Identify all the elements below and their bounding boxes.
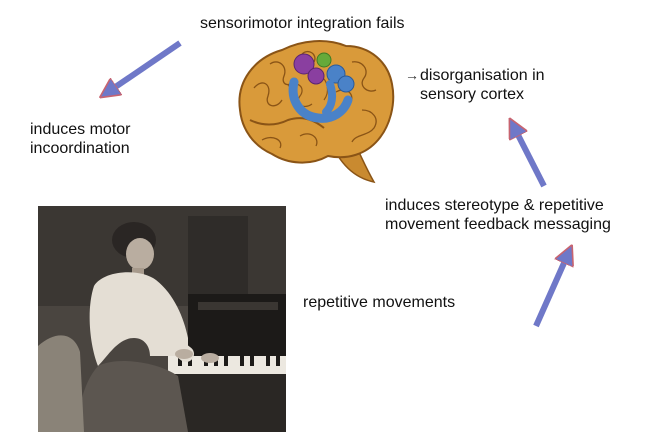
pianist-photo: [38, 206, 286, 432]
